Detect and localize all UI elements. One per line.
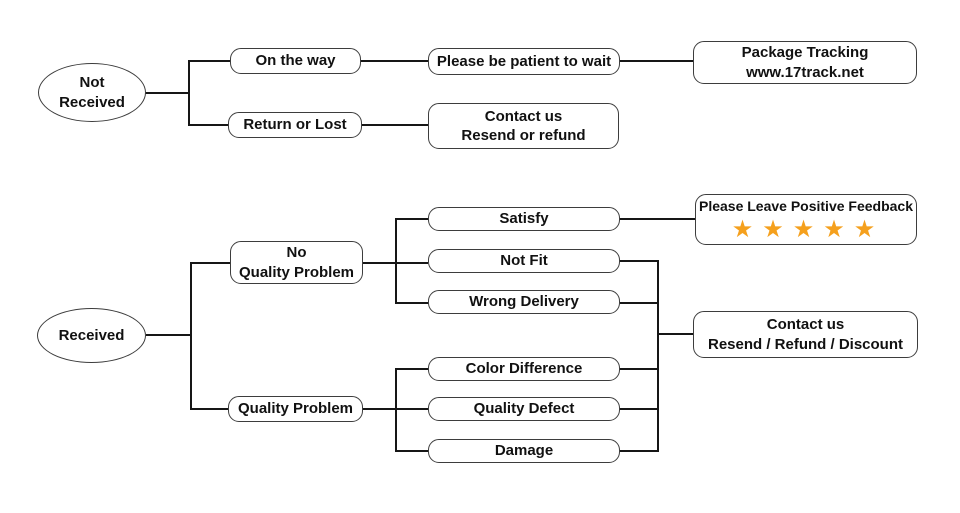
connector-line	[146, 334, 190, 336]
connector-line	[395, 302, 429, 304]
node-label: Package Tracking	[741, 44, 869, 61]
node-label: Received	[59, 93, 125, 111]
connector-line	[657, 333, 694, 335]
node-label: Satisfy	[499, 210, 549, 228]
node-label: Resend or refund	[461, 127, 586, 144]
connector-line	[657, 260, 659, 452]
connector-line	[620, 302, 658, 304]
node-label: Please be patient to wait	[436, 52, 612, 70]
node-label: Not Fit	[500, 252, 548, 270]
node-contact-us-resend-refund: Contact us Resend or refund	[428, 103, 619, 149]
connector-line	[190, 262, 192, 410]
node-label: www.17track.net	[746, 63, 864, 81]
connector-line	[620, 368, 658, 370]
connector-line	[145, 92, 188, 94]
node-label: Not	[79, 74, 105, 91]
node-label: Wrong Delivery	[469, 293, 579, 311]
node-quality-defect: Quality Defect	[428, 397, 620, 421]
node-satisfy: Satisfy	[428, 207, 620, 231]
connector-line	[620, 218, 695, 220]
node-color-difference: Color Difference	[428, 357, 620, 381]
connector-line	[395, 368, 429, 370]
node-not-received: Not Received	[38, 63, 146, 122]
node-label: On the way	[255, 52, 336, 70]
connector-line	[395, 368, 397, 452]
connector-line	[395, 218, 429, 220]
node-no-quality-problem: No Quality Problem	[230, 241, 363, 284]
connector-line	[188, 60, 231, 62]
node-not-fit: Not Fit	[428, 249, 620, 273]
connector-line	[190, 262, 231, 264]
connector-line	[395, 450, 429, 452]
node-received: Received	[37, 308, 146, 363]
connector-line	[620, 260, 658, 262]
node-label: Damage	[494, 442, 554, 460]
connector-line	[620, 60, 694, 62]
five-star-rating-icon: ★★★★★	[731, 215, 885, 243]
node-label: No	[286, 244, 307, 261]
node-contact-us-resend-refund-discount: Contact us Resend / Refund / Discount	[693, 311, 918, 358]
node-wrong-delivery: Wrong Delivery	[428, 290, 620, 314]
node-label: Received	[58, 326, 125, 344]
node-return-or-lost: Return or Lost	[228, 112, 362, 138]
node-label: Contact us	[766, 316, 845, 333]
node-label: Color Difference	[465, 360, 583, 378]
node-quality-problem: Quality Problem	[228, 396, 363, 422]
connector-line	[190, 408, 229, 410]
node-label: Quality Defect	[473, 400, 575, 418]
node-label: Contact us	[484, 107, 563, 125]
node-label: Return or Lost	[243, 116, 347, 134]
node-label: Please Leave Positive Feedback	[698, 198, 913, 215]
connector-line	[188, 124, 229, 126]
connector-line	[620, 408, 658, 410]
connector-line	[362, 124, 428, 126]
node-damage: Damage	[428, 439, 620, 463]
node-positive-feedback: Please Leave Positive Feedback ★★★★★	[695, 194, 917, 245]
node-package-tracking: Package Tracking www.17track.net	[693, 41, 917, 84]
node-label: Quality Problem	[238, 263, 355, 281]
connector-line	[620, 450, 658, 452]
node-label: Resend / Refund / Discount	[707, 335, 903, 353]
connector-line	[361, 60, 428, 62]
node-label: Quality Problem	[237, 400, 354, 418]
node-on-the-way: On the way	[230, 48, 361, 74]
connector-line	[395, 218, 397, 304]
node-please-be-patient: Please be patient to wait	[428, 48, 620, 75]
connector-line	[188, 60, 190, 125]
